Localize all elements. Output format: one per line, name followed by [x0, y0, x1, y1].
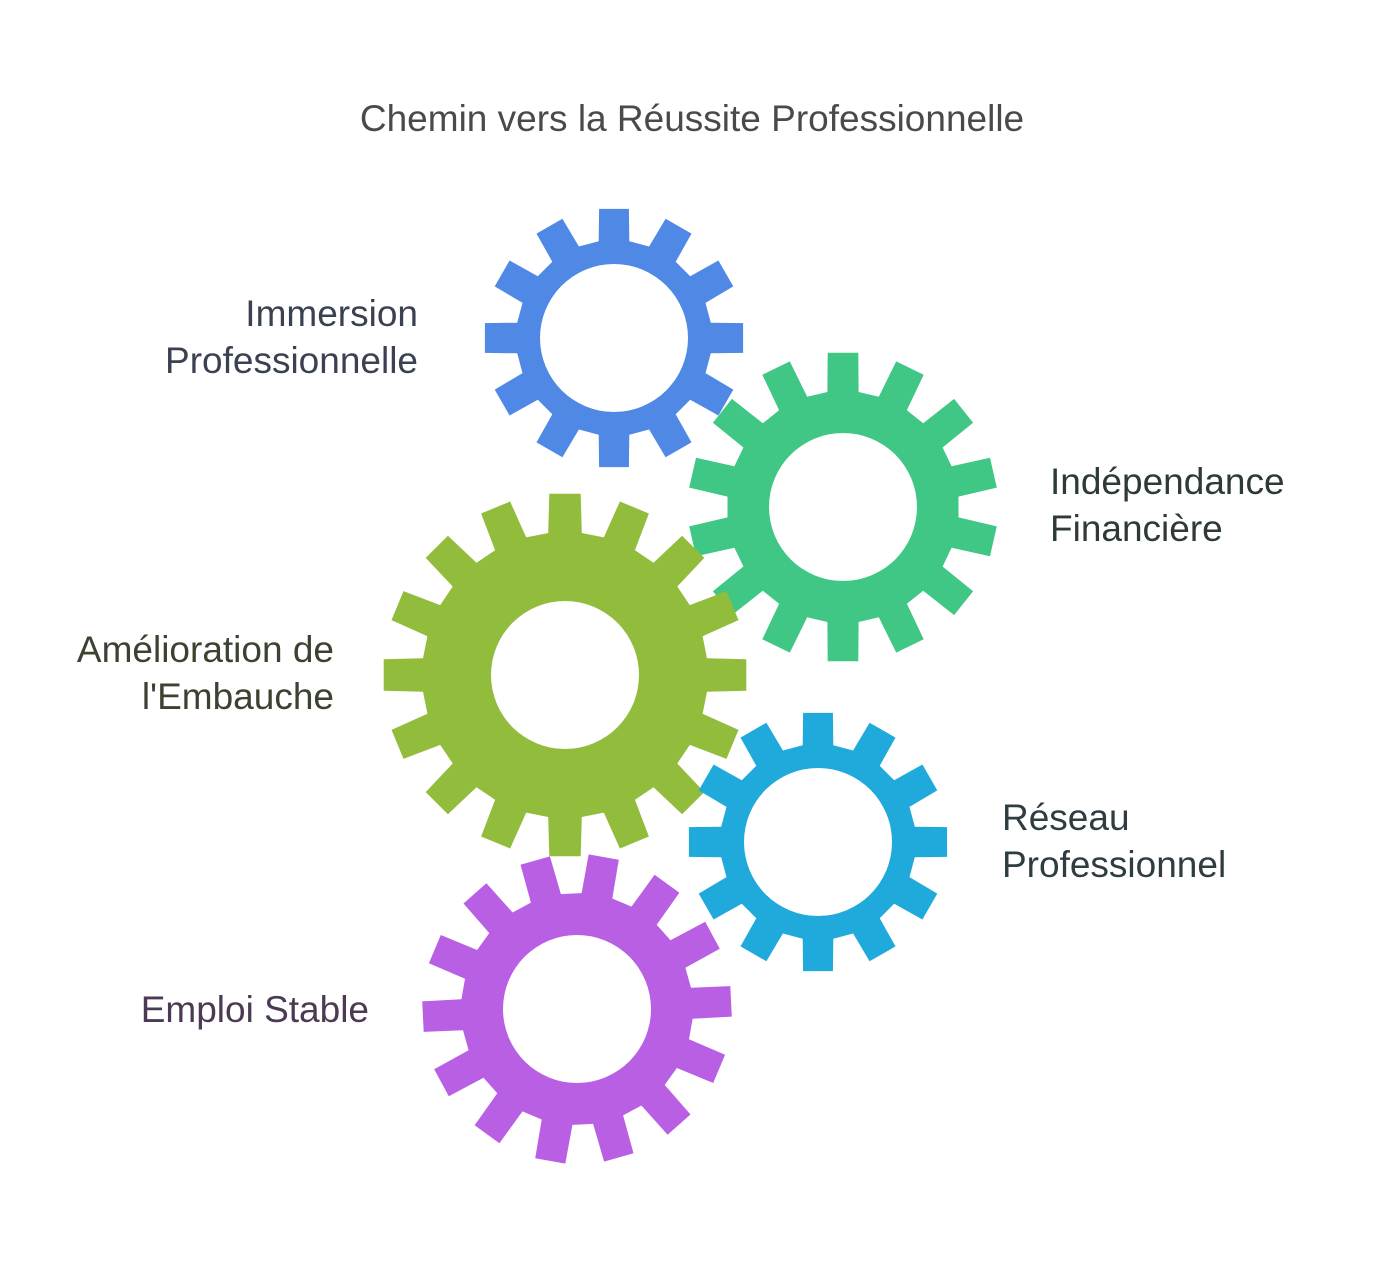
gear-amelioration-icon: [383, 493, 747, 857]
label-independance: Indépendance Financière: [1050, 458, 1285, 552]
label-immersion-line-1: Immersion: [245, 293, 418, 334]
label-emploi-line-1: Emploi Stable: [140, 989, 369, 1030]
gear-emploi-icon: [422, 854, 732, 1164]
label-emploi: Emploi Stable: [141, 986, 369, 1033]
gear-independance-icon: [689, 352, 997, 662]
gear-reseau-icon: [688, 712, 948, 972]
label-amelioration-line-2: l'Embauche: [141, 676, 334, 717]
label-amelioration-line-1: Amélioration de: [76, 629, 334, 670]
gear-immersion-icon: [484, 208, 744, 468]
label-reseau-line-1: Réseau: [1002, 797, 1130, 838]
label-independance-line-1: Indépendance: [1050, 461, 1285, 502]
label-immersion: Immersion Professionnelle: [165, 290, 418, 384]
label-amelioration: Amélioration de l'Embauche: [77, 626, 334, 720]
label-immersion-line-2: Professionnelle: [165, 340, 418, 381]
label-reseau-line-2: Professionnel: [1002, 844, 1227, 885]
diagram-title: Chemin vers la Réussite Professionnelle: [359, 98, 1025, 139]
label-reseau: Réseau Professionnel: [1002, 794, 1226, 888]
label-independance-line-2: Financière: [1050, 508, 1223, 549]
